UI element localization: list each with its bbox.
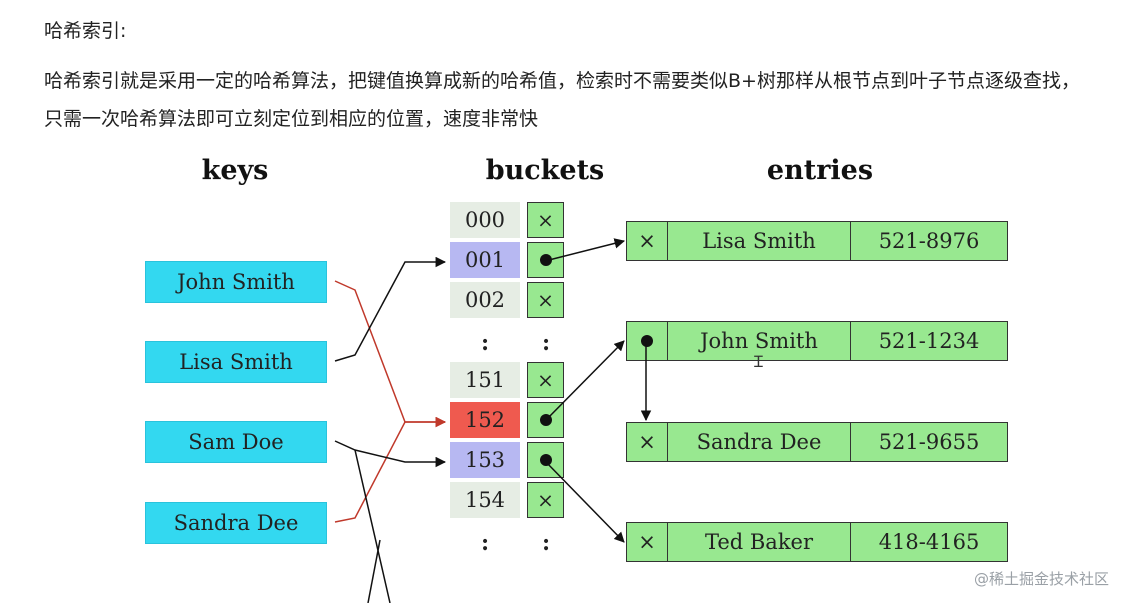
- hash-line-continuation: [354, 449, 391, 603]
- hash-line-lisa-smith: [334, 256, 447, 362]
- bucket-number: 152: [450, 402, 520, 438]
- null-pointer-icon: ×: [627, 423, 668, 461]
- hash-line-sandra-dee: [334, 416, 447, 523]
- bucket-pointer: [527, 442, 564, 478]
- bucket-ellipsis: :: [541, 330, 551, 356]
- bucket-number: 153: [450, 442, 520, 478]
- null-pointer-icon: ×: [627, 222, 668, 260]
- key-john-smith: John Smith: [145, 261, 327, 303]
- pointer-152: [544, 340, 625, 422]
- entry-phone: 521-8976: [878, 229, 980, 253]
- bucket-ellipsis: :: [480, 330, 490, 356]
- hash-line-john-smith: [334, 280, 447, 428]
- bucket-number: 002: [450, 282, 520, 318]
- entry-phone: 418-4165: [878, 530, 980, 554]
- bucket-ellipsis: :: [480, 530, 490, 556]
- null-pointer-icon: ×: [627, 523, 668, 561]
- text-cursor-icon: Ɪ: [754, 352, 763, 371]
- entry-row: ×Sandra Dee 521-9655: [626, 422, 1008, 462]
- key-sam-doe: Sam Doe: [145, 421, 327, 463]
- entry-phone: 521-1234: [878, 329, 980, 353]
- entry-name: Sandra Dee: [668, 423, 851, 461]
- section-heading: 哈希索引:: [44, 20, 127, 42]
- key-lisa-smith: Lisa Smith: [145, 341, 327, 383]
- pointer-153: [544, 460, 625, 543]
- pointer-dot-icon: [641, 335, 653, 347]
- entry-row: John Smith 521-1234: [626, 321, 1008, 361]
- bucket-number: 151: [450, 362, 520, 398]
- pointer-arrows: [334, 238, 652, 603]
- entry-name: John Smith: [668, 322, 851, 360]
- hash-line-continuation: [367, 539, 381, 603]
- pointer-dot-icon: [539, 454, 552, 466]
- null-pointer-icon: ×: [527, 482, 564, 518]
- bucket-number: 001: [450, 242, 520, 278]
- bucket-ellipsis: :: [541, 530, 551, 556]
- entries-title: entries: [766, 155, 874, 186]
- keys-title: keys: [201, 155, 269, 186]
- bucket-number: 000: [450, 202, 520, 238]
- entry-row: ×Lisa Smith 521-8976: [626, 221, 1008, 261]
- entry-name: Ted Baker: [668, 523, 851, 561]
- null-pointer-icon: ×: [527, 282, 564, 318]
- pointer-dot-icon: [539, 254, 552, 266]
- entry-name: Lisa Smith: [668, 222, 851, 260]
- description-paragraph: 哈希索引就是采用一定的哈希算法，把键值换算成新的哈希值，检索时不需要类似B+树那…: [44, 70, 1080, 130]
- key-sandra-dee: Sandra Dee: [145, 502, 327, 544]
- hash-index-diagram: keys buckets entries John Smith Lisa Smi…: [140, 150, 1020, 603]
- null-pointer-icon: ×: [527, 362, 564, 398]
- null-pointer-icon: ×: [527, 202, 564, 238]
- hash-line-sam-doe: [334, 440, 447, 468]
- entry-row: ×Ted Baker 418-4165: [626, 522, 1008, 562]
- bucket-pointer: [527, 242, 564, 278]
- entry-next-pointer: [627, 322, 668, 360]
- entry-phone: 521-9655: [878, 430, 980, 454]
- buckets-title: buckets: [485, 155, 605, 186]
- watermark: @稀土掘金技术社区: [973, 570, 1109, 588]
- pointer-001: [544, 238, 626, 262]
- bucket-number: 154: [450, 482, 520, 518]
